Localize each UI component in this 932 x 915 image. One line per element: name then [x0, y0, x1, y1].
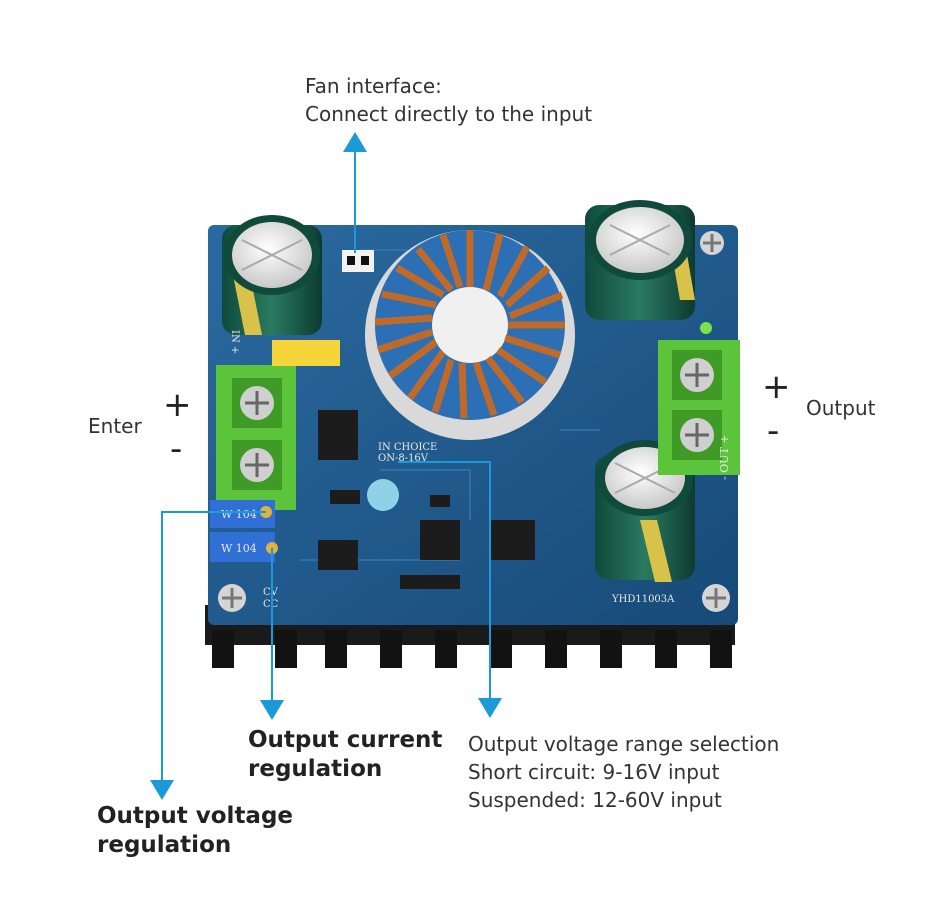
small-capacitor: [367, 479, 399, 511]
fan-connector: [342, 250, 374, 272]
capacitor-top-left: [222, 215, 322, 335]
output-plus-sign: +: [762, 367, 791, 407]
potentiometer-current: [210, 532, 278, 562]
fuse: [272, 340, 340, 366]
output-current-label: Output current regulation: [248, 726, 442, 784]
range-label-line-1: Output voltage range selection: [468, 732, 780, 756]
pcb-out-text: - OUT +: [718, 434, 731, 480]
pot-code-voltage: W 104: [221, 508, 257, 521]
pcb-cc-text: CC: [263, 599, 279, 610]
range-label-line-3: Suspended: 12-60V input: [468, 788, 722, 812]
pcb-model-text: YHD11003A: [611, 594, 675, 605]
capacitor-top-right: [585, 200, 695, 320]
potentiometer-voltage: [210, 500, 275, 528]
arrow-down-icon: [478, 698, 502, 718]
range-label-line-2: Short circuit: 9-16V input: [468, 760, 720, 784]
arrow-down-icon: [150, 780, 174, 800]
current-label-line-2: regulation: [248, 756, 383, 782]
current-label-line-1: Output current: [248, 727, 443, 753]
pcb-cv-text: CV: [263, 587, 279, 598]
callout-arrowheads: [150, 132, 502, 800]
input-terminal: [216, 365, 296, 510]
arrow-down-icon: [260, 700, 284, 720]
output-minus-sign: -: [767, 411, 780, 451]
enter-label: Enter: [88, 414, 142, 438]
fan-label-line-1: Fan interface:: [305, 74, 442, 98]
callout-lines: [161, 150, 491, 782]
pcb-in-text: IN +: [229, 330, 240, 354]
pcb-range-text: ON-8-16V: [378, 453, 429, 464]
voltage-label-line-1: Output voltage: [97, 803, 294, 829]
fan-label-line-2: Connect directly to the input: [305, 102, 593, 126]
enter-plus-sign: +: [163, 385, 192, 425]
pot-code-current: W 104: [221, 542, 257, 555]
enter-minus-sign: -: [170, 429, 183, 469]
voltage-range-label: Output voltage range selection Short cir…: [468, 730, 779, 814]
arrow-up-icon: [343, 132, 367, 152]
output-label: Output: [806, 396, 876, 420]
output-terminal: [658, 340, 740, 475]
mounting-screws: [218, 231, 730, 612]
pcb-choice-text: IN CHOICE: [378, 442, 437, 453]
toroidal-inductor: [365, 230, 575, 440]
smd-components: [318, 410, 535, 589]
voltage-label-line-2: regulation: [97, 832, 232, 858]
led-icon: [700, 322, 712, 334]
fan-interface-label: Fan interface: Connect directly to the i…: [305, 72, 592, 128]
output-voltage-label: Output voltage regulation: [97, 802, 293, 860]
